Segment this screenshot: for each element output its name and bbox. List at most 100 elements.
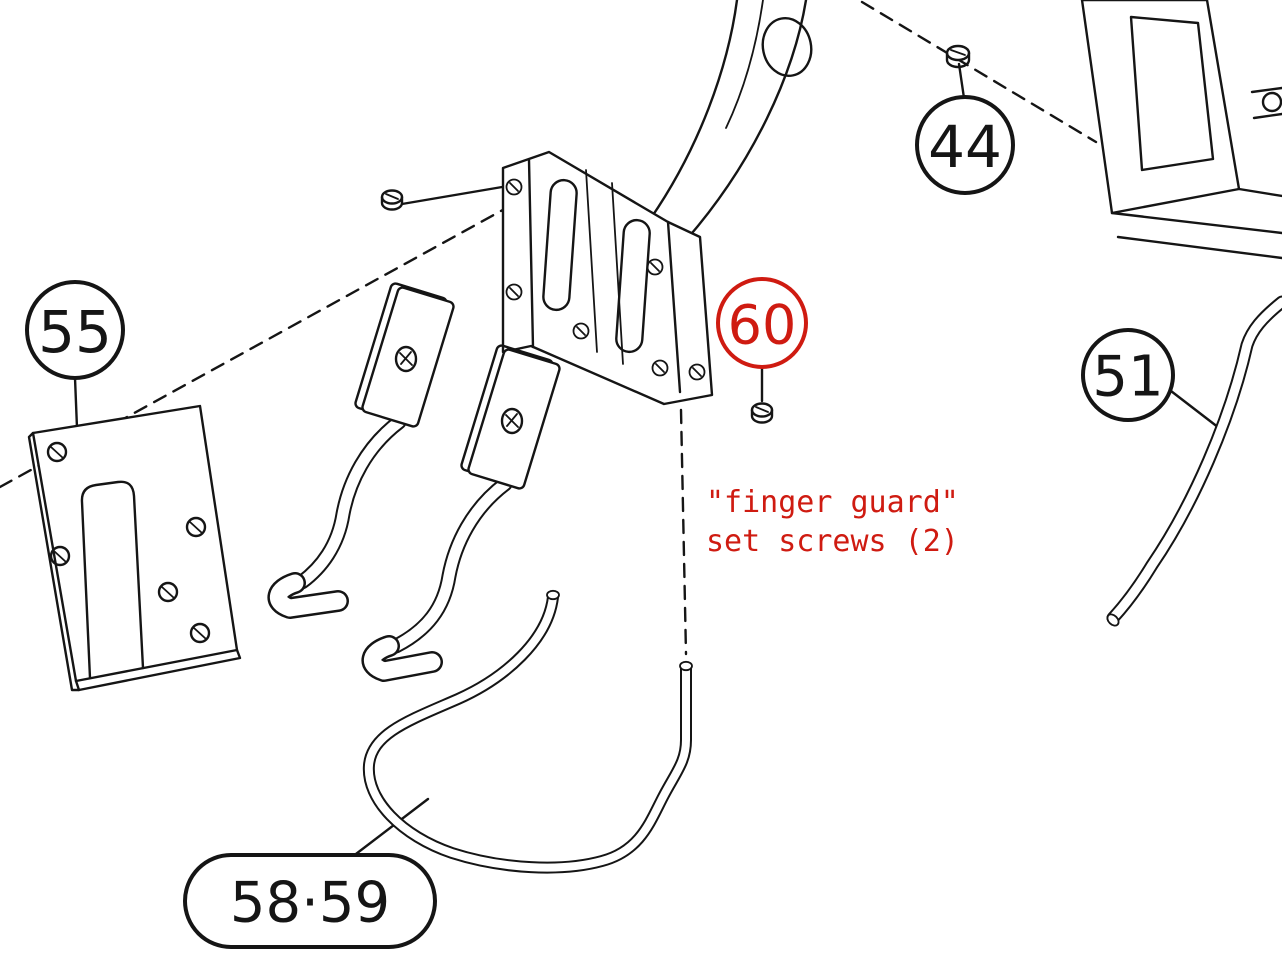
- mounting-hole: [189, 622, 211, 644]
- hole-hatch: [692, 367, 702, 377]
- screw-body: [750, 408, 774, 424]
- axis-dashed-vertical: [679, 408, 688, 656]
- pad-hole: [394, 345, 418, 373]
- mounting-hole: [505, 283, 523, 301]
- callout-55: 55: [25, 280, 125, 380]
- callout-44: 44: [915, 95, 1015, 195]
- set-screw-left: [380, 189, 404, 211]
- leader-55: [73, 376, 79, 430]
- frame-base-bar-2: [1116, 235, 1282, 260]
- plate-bottom-thickness: [74, 648, 242, 692]
- bracket-slot-right: [615, 218, 651, 354]
- pad-hole-hatch: [505, 413, 519, 428]
- annotation-line-2: set screws (2): [706, 524, 959, 559]
- shim-plate-part-55: [27, 404, 242, 692]
- latch-bracket-right-part: [361, 344, 561, 682]
- foot-body: [364, 637, 441, 680]
- callout-44-circle: [915, 95, 1015, 195]
- mounting-hole: [572, 322, 590, 340]
- mounting-hole: [646, 258, 664, 276]
- callout-58-59-stadium: [183, 853, 437, 949]
- leader-51: [1169, 389, 1225, 433]
- pad-hole: [500, 407, 524, 435]
- plate-left-thickness: [27, 431, 81, 692]
- wire-end-cap-left: [546, 589, 560, 601]
- set-screw-right: [750, 402, 774, 424]
- hole-hatch: [53, 550, 67, 563]
- rod-part-51: [1106, 295, 1282, 627]
- arm-inner-curve: [685, 0, 808, 241]
- arm-body: [390, 478, 511, 652]
- callout-55-circle: [25, 280, 125, 380]
- arm-detail-curve: [725, 0, 764, 129]
- pad-hole-hatch: [399, 351, 413, 366]
- annotation-finger-guard: "finger guard" set screws (2): [706, 485, 959, 559]
- arm-hole: [761, 16, 813, 78]
- screw-body: [380, 195, 404, 211]
- bracket-rib-1: [585, 169, 598, 353]
- hole-hatch: [655, 363, 665, 373]
- mounting-hole: [185, 516, 207, 538]
- leader-lines: [73, 62, 1225, 859]
- callout-51-label: 51: [1092, 345, 1163, 410]
- leader-44: [957, 62, 966, 100]
- bracket-fold-right: [666, 220, 682, 394]
- support-arm-part: [649, 0, 813, 241]
- rod-end-cap: [1106, 613, 1120, 627]
- rod-body: [1108, 297, 1282, 623]
- leader-setscrew-left: [400, 184, 510, 206]
- wire-end-cap-right: [679, 660, 693, 672]
- mounting-hole: [157, 581, 179, 603]
- arm-body: [296, 416, 405, 588]
- hole-hatch: [509, 287, 519, 297]
- plate-u-slot: [80, 480, 145, 680]
- hole-hatch: [193, 627, 207, 640]
- screw-slot: [950, 49, 966, 56]
- bracket-holes: [505, 178, 706, 381]
- callout-60: 60: [716, 277, 808, 369]
- hole-hatch: [189, 521, 203, 534]
- hole-hatch: [161, 586, 175, 599]
- latch-bracket-left-part: [267, 282, 455, 619]
- screw-slot: [755, 406, 769, 413]
- callout-51: 51: [1081, 328, 1175, 422]
- wire-guard-part-58-59: [362, 589, 693, 874]
- bracket-rib-2: [611, 182, 624, 365]
- hole-hatch: [509, 182, 519, 192]
- frame-window: [1129, 15, 1215, 172]
- machine-frame-part: [1080, 0, 1282, 260]
- foot-body: [270, 574, 347, 617]
- hole-hatch: [576, 326, 586, 336]
- frame-right-edge-3: [1252, 112, 1282, 120]
- callout-60-label: 60: [728, 294, 797, 357]
- frame-right-edge-1: [1237, 187, 1282, 198]
- callout-60-circle: [716, 277, 808, 369]
- wire-body: [364, 593, 690, 872]
- hole-hatch: [650, 262, 660, 272]
- mounting-hole: [651, 359, 669, 377]
- mounting-hole: [688, 363, 706, 381]
- mounting-hole: [46, 441, 68, 463]
- screw-slot: [385, 193, 399, 200]
- frame-front-face: [1080, 0, 1241, 215]
- bracket-fold-left: [527, 158, 535, 349]
- mounting-hole: [49, 545, 71, 567]
- frame-base-bar-1: [1110, 211, 1282, 235]
- screw-body: [945, 51, 971, 69]
- plate-holes: [46, 441, 211, 644]
- callout-55-label: 55: [38, 298, 112, 366]
- axis-dashed-topright: [860, 0, 1098, 144]
- set-screw-top: [945, 44, 971, 69]
- frame-right-edge-2: [1250, 86, 1282, 94]
- mounting-hole: [505, 178, 523, 196]
- arm-outer-curve: [649, 0, 739, 220]
- callout-58-59: 58·59: [183, 853, 437, 949]
- annotation-line-1: "finger guard": [706, 485, 959, 520]
- frame-hole: [1261, 91, 1282, 113]
- callout-58-59-label: 58·59: [230, 871, 390, 936]
- finger-guard-bracket-part: [501, 150, 714, 406]
- hole-hatch: [50, 446, 64, 459]
- leader-58-59: [350, 797, 430, 859]
